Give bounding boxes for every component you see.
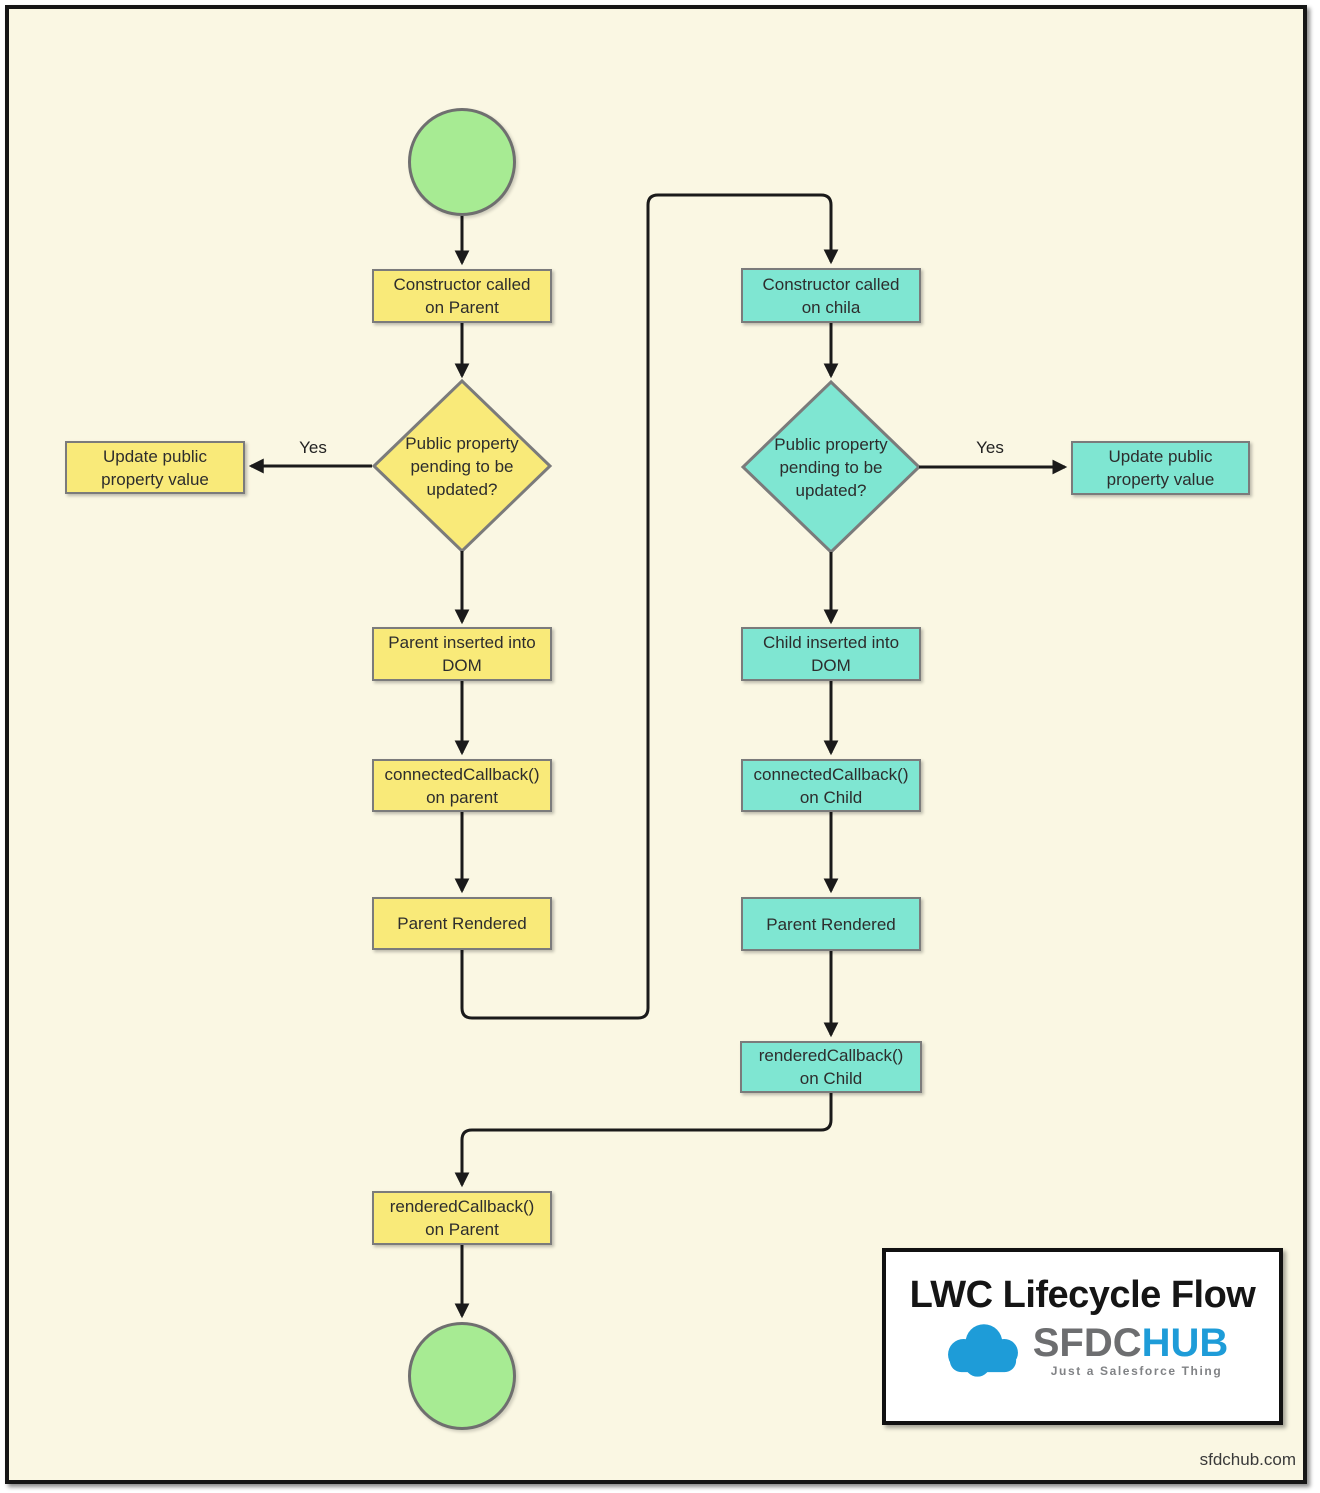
node-constructor-parent: Constructor called on Parent	[372, 269, 552, 323]
yes-label-parent: Yes	[299, 438, 327, 457]
brand-sfdc-text: SFDC	[1032, 1320, 1142, 1365]
logo-box: LWC Lifecycle Flow SFDCHUB Just a Salesf…	[882, 1248, 1283, 1425]
brand-tagline: Just a Salesforce Thing	[1050, 1363, 1223, 1378]
diagram-frame	[5, 5, 1307, 1484]
node-child-inserted-dom: Child inserted into DOM	[741, 627, 921, 681]
node-update-property-parent: Update public property value	[65, 441, 245, 494]
decision-child-shape	[740, 379, 922, 555]
brand-row: SFDCHUB Just a Salesforce Thing	[937, 1321, 1229, 1379]
brand-wordmark: SFDCHUB	[1033, 1323, 1229, 1363]
watermark-url: sfdchub.com	[1199, 1450, 1296, 1469]
node-connectedcallback-child: connectedCallback() on Child	[741, 759, 921, 812]
node-update-property-child: Update public property value	[1071, 441, 1250, 495]
node-connectedcallback-parent: connectedCallback() on parent	[372, 759, 552, 812]
node-renderedcallback-parent: renderedCallback() on Parent	[372, 1191, 552, 1245]
cloud-icon	[947, 1324, 1018, 1377]
decision-parent-shape	[371, 378, 553, 554]
end-node	[408, 1322, 516, 1430]
node-renderedcallback-child: renderedCallback() on Child	[740, 1041, 922, 1093]
node-child-rendered: Parent Rendered	[741, 897, 921, 951]
yes-label-child: Yes	[976, 438, 1004, 457]
start-node	[408, 108, 516, 216]
node-constructor-child: Constructor called on chila	[741, 268, 921, 323]
diagram-title: LWC Lifecycle Flow	[909, 1274, 1256, 1316]
brand-hub-text: HUB	[1141, 1320, 1229, 1365]
node-parent-inserted-dom: Parent inserted into DOM	[372, 627, 552, 681]
brand-text-block: SFDCHUB Just a Salesforce Thing	[1033, 1323, 1229, 1378]
node-parent-rendered: Parent Rendered	[372, 897, 552, 950]
connector-rendered-parent-to-constructor-child	[460, 193, 839, 1020]
connector-renderedcallback-child-to-parent	[454, 1093, 833, 1188]
